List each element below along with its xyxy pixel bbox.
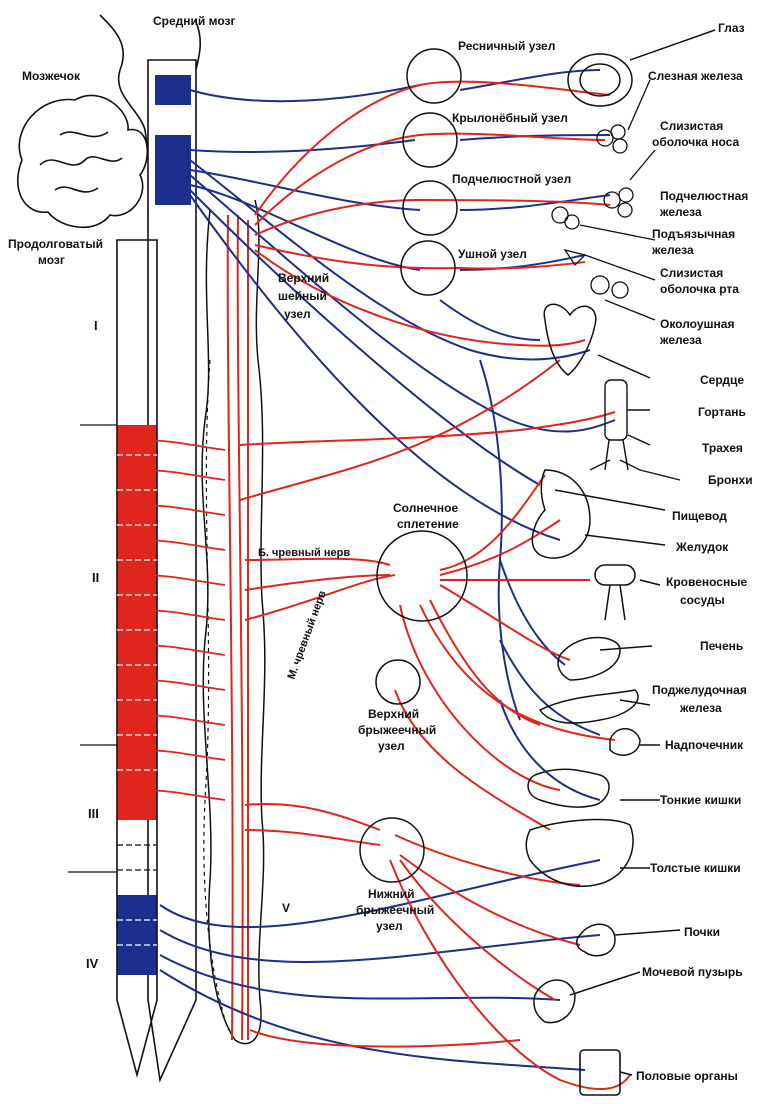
thoracolumbar-sympathetic-segment — [117, 425, 157, 820]
esophagus-label: Пищевод — [672, 509, 727, 523]
spinal-section-label: III — [88, 806, 99, 821]
heart-icon — [544, 304, 650, 378]
superior-mesenteric-label-line3: узел — [378, 739, 405, 753]
oral-mucosa-label-line1: Слизистая — [660, 266, 723, 280]
submandibular-gland-label-line2: железа — [659, 205, 702, 219]
solar-plexus — [377, 531, 467, 621]
spinal-section-label: II — [92, 570, 99, 585]
pterygopalatine-ganglion — [403, 113, 457, 167]
bronchi-icon — [590, 460, 680, 480]
spinal-section-label: I — [94, 318, 98, 333]
cranial-parasympathetic-segment — [155, 75, 191, 105]
vessels-label-line1: Кровеносные — [666, 575, 747, 589]
submandibular-ganglion — [403, 181, 457, 235]
parotid-gland-icon — [591, 276, 655, 320]
liver-label: Печень — [700, 639, 743, 653]
midbrain-label: Средний мозг — [153, 14, 235, 28]
adrenal-icon — [610, 729, 660, 755]
sublingual-gland-label-line2: железа — [651, 243, 694, 257]
solar-plexus-label-line2: сплетение — [397, 517, 459, 531]
sacral-parasympathetic-segment — [117, 895, 157, 975]
pancreas-label-line1: Поджелудочная — [652, 683, 747, 697]
superior-mesenteric-label-line2: брыжеечный — [358, 723, 436, 737]
superior-cervical-label-line1: Верхний — [278, 271, 329, 285]
pterygopalatine-ganglion-label: Крылонёбный узел — [452, 111, 568, 125]
large-intestine-icon — [526, 820, 650, 887]
otic-ganglion — [401, 241, 455, 295]
submandibular-ganglion-label: Подчелюстной узел — [452, 172, 571, 186]
liver-icon — [558, 638, 652, 681]
kidneys-label: Почки — [684, 925, 720, 939]
nasal-mucosa-icon — [604, 150, 655, 217]
cranial-parasympathetic-segment — [155, 135, 191, 205]
stomach-icon — [532, 470, 665, 558]
oral-mucosa-label-line2: оболочка рта — [660, 282, 739, 296]
bronchi-label: Бронхи — [708, 473, 753, 487]
blood-vessels-icon — [595, 565, 660, 620]
superior-cervical-label-line2: шейный — [278, 289, 327, 303]
pancreas-label-line2: железа — [679, 701, 722, 715]
bladder-label: Мочевой пузырь — [642, 965, 743, 979]
kidneys-icon — [577, 924, 680, 955]
v-label: V — [282, 901, 290, 915]
lacrimal-label: Слезная железа — [648, 69, 743, 83]
larynx-label: Гортань — [698, 405, 746, 419]
stomach-label: Желудок — [675, 540, 729, 554]
superior-mesenteric-ganglion — [376, 660, 420, 704]
inferior-mesenteric-label-line2: брыжеечный — [356, 903, 434, 917]
cerebellum — [18, 95, 148, 227]
solar-plexus-label-line1: Солнечное — [393, 501, 458, 515]
small-intestine-label: Тонкие кишки — [660, 793, 741, 807]
lesser-splanchnic-label: М. чревный нерв — [286, 589, 329, 681]
larynx-icon — [605, 380, 650, 470]
cerebellum-label: Мозжечок — [22, 69, 81, 83]
chain-red-fibers — [228, 215, 249, 1040]
pancreas-icon — [540, 690, 650, 723]
otic-ganglion-label: Ушной узел — [458, 247, 527, 261]
large-intestine-label: Толстые кишки — [650, 861, 741, 875]
genitals-label: Половые органы — [636, 1069, 738, 1083]
greater-splanchnic-label: Б. чревный нерв — [258, 547, 350, 559]
eye-label: Глаз — [718, 21, 745, 35]
adrenal-label: Надпочечник — [665, 738, 744, 752]
superior-cervical-label-line3: узел — [284, 307, 311, 321]
nasal-mucosa-label-line1: Слизистая — [660, 119, 723, 133]
medulla-label-line2: мозг — [38, 253, 65, 267]
inferior-mesenteric-label-line3: узел — [376, 919, 403, 933]
spinal-section-label: IV — [86, 956, 99, 971]
vessels-label-line2: сосуды — [680, 593, 725, 607]
nasal-mucosa-label-line2: оболочка носа — [652, 135, 739, 149]
ciliary-ganglion-label: Ресничный узел — [458, 39, 555, 53]
eye-icon — [568, 30, 715, 106]
trachea-label: Трахея — [702, 441, 743, 455]
heart-label: Сердце — [700, 373, 744, 387]
inferior-mesenteric-label-line1: Нижний — [368, 887, 415, 901]
medulla-label-line1: Продолговатый — [8, 237, 103, 251]
sublingual-gland-icon — [552, 207, 655, 240]
ciliary-ganglion — [407, 49, 461, 103]
superior-mesenteric-label-line1: Верхний — [368, 707, 419, 721]
sublingual-gland-label-line1: Подъязычная — [652, 227, 735, 241]
inferior-mesenteric-ganglion — [360, 818, 424, 882]
parotid-label-line2: железа — [659, 333, 702, 347]
lacrimal-gland-icon — [597, 80, 650, 153]
submandibular-gland-label-line1: Подчелюстная — [660, 189, 748, 203]
oral-mucosa-icon — [565, 250, 655, 280]
sympathetic-chain-dashed — [204, 360, 228, 1030]
parotid-label-line1: Околоушная — [660, 317, 734, 331]
